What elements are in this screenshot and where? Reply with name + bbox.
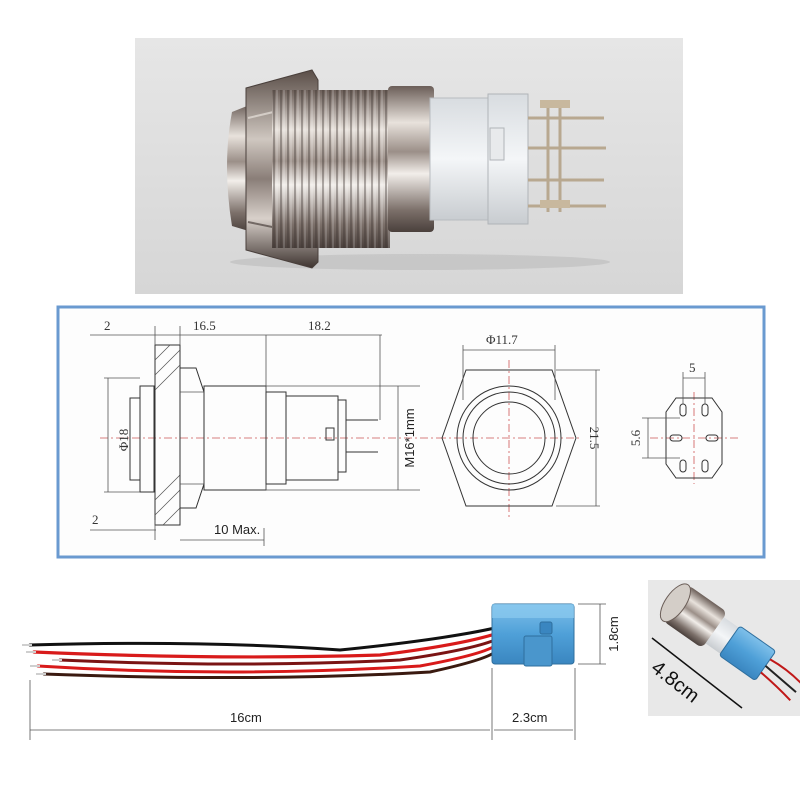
dim-21-5: 21.5 — [587, 427, 602, 450]
dim-connector-height: 1.8cm — [606, 616, 621, 651]
dim-top-18-2: 18.2 — [308, 318, 331, 333]
dim-top-16-5: 16.5 — [193, 318, 216, 333]
wire-dark-red — [58, 638, 497, 666]
dim-pin-5: 5 — [689, 360, 696, 375]
wire-brown — [42, 650, 497, 680]
wire-red — [32, 632, 497, 659]
dim-diameter-11-7: Φ11.7 — [486, 332, 518, 347]
wire-red-2 — [36, 644, 497, 674]
technical-drawing: 2 16.5 18.2 Φ18 2 10 Max. M16*1mm — [56, 305, 766, 559]
wire-black — [28, 626, 497, 652]
switch-photo — [135, 38, 683, 294]
inset-photo: 4.8cm — [647, 580, 800, 716]
dim-bottom-2: 2 — [92, 512, 99, 527]
dim-wire-length: 16cm — [230, 710, 262, 725]
dim-diameter-18: Φ18 — [116, 429, 131, 452]
drawing-frame — [56, 305, 766, 559]
dim-thread: M16*1mm — [402, 408, 417, 467]
dim-pin-5-6: 5.6 — [628, 429, 643, 446]
front-view: Φ11.7 21.5 — [438, 332, 602, 520]
dim-top-2: 2 — [104, 318, 111, 333]
side-view: 2 16.5 18.2 Φ18 2 10 Max. M16*1mm — [90, 318, 438, 546]
pin-view: 5 5.6 — [628, 360, 738, 484]
dim-connector-length: 2.3cm — [512, 710, 547, 725]
dim-10-max: 10 Max. — [214, 522, 260, 537]
wire-harness: 16cm 2.3cm 1.8cm — [22, 603, 621, 740]
connector — [491, 603, 575, 667]
